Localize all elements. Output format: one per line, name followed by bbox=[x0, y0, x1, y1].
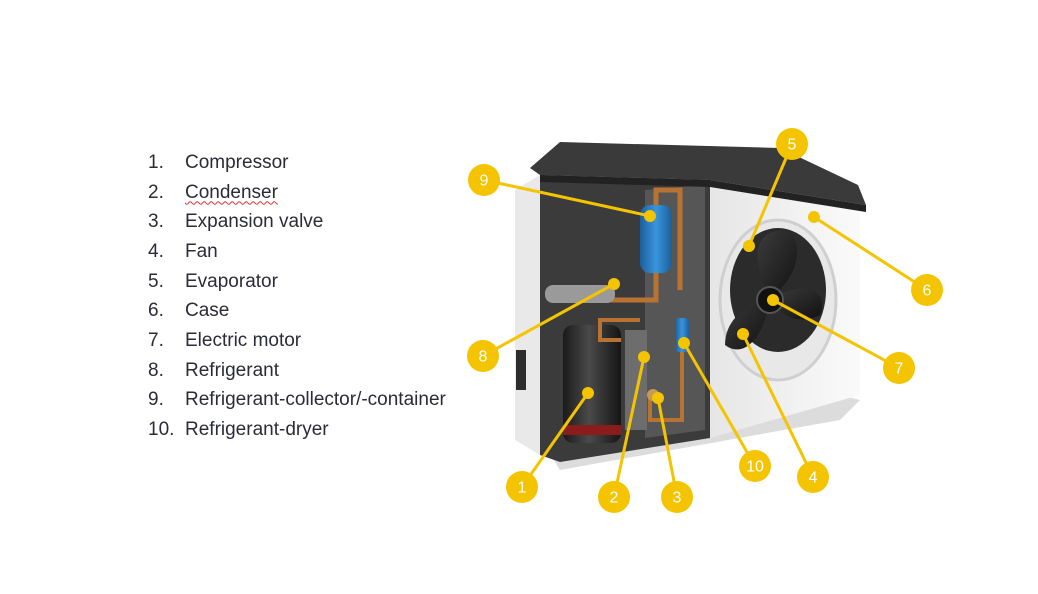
legend-label: Evaporator bbox=[185, 270, 278, 292]
legend-item-refrigerant: 8. Refrigerant bbox=[148, 356, 446, 386]
leader-dot-8 bbox=[608, 278, 620, 290]
leader-line-7 bbox=[772, 298, 900, 370]
legend-label: Compressor bbox=[185, 151, 289, 173]
legend-number: 9. bbox=[148, 389, 164, 411]
case-lid-edge bbox=[540, 175, 866, 212]
legend-item-case: 6. Case bbox=[148, 296, 446, 326]
legend-item-fan: 4. Fan bbox=[148, 237, 446, 267]
callout-4: 4 bbox=[797, 461, 829, 493]
callout-number: 5 bbox=[788, 137, 797, 154]
legend-label: Case bbox=[185, 300, 230, 322]
fan-blade-lower bbox=[725, 298, 770, 350]
case-left-side bbox=[515, 175, 540, 455]
callout-10: 10 bbox=[739, 450, 771, 482]
legend-item-refrigerant-collector: 9. Refrigerant-collector/-container bbox=[148, 386, 446, 416]
legend-number: 5. bbox=[148, 270, 164, 292]
compressor-band bbox=[563, 425, 621, 435]
callout-number: 4 bbox=[809, 470, 818, 487]
legend-number: 4. bbox=[148, 240, 164, 262]
legend-item-electric-motor: 7. Electric motor bbox=[148, 326, 446, 356]
legend-number: 8. bbox=[148, 359, 164, 381]
legend-item-refrigerant-dryer: 10. Refrigerant-dryer bbox=[148, 415, 446, 445]
callout-8: 8 bbox=[467, 340, 499, 372]
fan-blade-upper bbox=[757, 230, 798, 298]
leader-line-9 bbox=[483, 178, 651, 218]
callout-9: 9 bbox=[468, 164, 500, 196]
callout-number: 1 bbox=[518, 480, 527, 497]
leader-dot-5 bbox=[743, 240, 755, 252]
case-top-lid bbox=[530, 142, 866, 205]
leader-dot-1 bbox=[582, 387, 594, 399]
leader-line-1 bbox=[520, 392, 590, 488]
legend-label: Fan bbox=[185, 240, 218, 262]
legend-label: Electric motor bbox=[185, 329, 302, 351]
leader-lines bbox=[482, 143, 928, 498]
legend-label: Refrigerant-collector/-container bbox=[185, 389, 446, 411]
leader-line-10 bbox=[682, 342, 757, 467]
legend-number: 1. bbox=[148, 151, 164, 173]
leader-dot-4 bbox=[737, 328, 749, 340]
component-legend: 1. Compressor 2. Condenser 3. Expansion val… bbox=[148, 148, 446, 445]
callout-number: 10 bbox=[746, 459, 764, 476]
legend-number: 3. bbox=[148, 211, 164, 233]
leader-dot-7 bbox=[767, 294, 779, 306]
grey-pipe bbox=[545, 285, 615, 303]
callout-number: 7 bbox=[895, 361, 904, 378]
callout-7: 7 bbox=[883, 352, 915, 384]
leader-line-5 bbox=[747, 143, 794, 247]
leader-dot-9 bbox=[644, 210, 656, 222]
callout-number: 9 bbox=[480, 173, 489, 190]
leader-dot-3 bbox=[652, 392, 664, 404]
leader-line-3 bbox=[656, 397, 679, 498]
leader-line-8 bbox=[482, 282, 615, 358]
refrigerant-receiver bbox=[640, 205, 672, 273]
legend-number: 7. bbox=[148, 329, 164, 351]
side-vent bbox=[516, 350, 526, 390]
callout-number: 8 bbox=[479, 349, 488, 366]
legend-label: Refrigerant bbox=[185, 359, 279, 381]
compressor bbox=[563, 325, 621, 443]
legend-number: 2. bbox=[148, 181, 164, 203]
leader-dot-2 bbox=[638, 351, 650, 363]
callout-2: 2 bbox=[598, 481, 630, 513]
legend-item-compressor: 1. Compressor bbox=[148, 148, 446, 178]
leader-dot-6 bbox=[808, 211, 820, 223]
callout-3: 3 bbox=[661, 481, 693, 513]
leader-dot-10 bbox=[678, 337, 690, 349]
callout-6: 6 bbox=[911, 274, 943, 306]
callout-number: 6 bbox=[923, 283, 932, 300]
callout-1: 1 bbox=[506, 471, 538, 503]
condenser-plate bbox=[625, 330, 647, 430]
legend-label: Condenser bbox=[185, 181, 278, 203]
legend-label: Refrigerant-dryer bbox=[185, 419, 329, 441]
legend-item-expansion-valve: 3. Expansion valve bbox=[148, 207, 446, 237]
copper-pipe-lower bbox=[598, 318, 684, 422]
callout-number: 2 bbox=[610, 490, 619, 507]
legend-label: Expansion valve bbox=[185, 211, 324, 233]
leader-line-4 bbox=[741, 333, 815, 478]
refrigerant-circuit bbox=[545, 187, 689, 443]
callout-5: 5 bbox=[776, 128, 808, 160]
leader-line-6 bbox=[813, 215, 928, 292]
callout-number: 3 bbox=[673, 490, 682, 507]
legend-number: 6. bbox=[148, 300, 164, 322]
legend-item-condenser: 2. Condenser bbox=[148, 178, 446, 208]
leader-line-2 bbox=[612, 356, 646, 498]
leader-endpoints bbox=[582, 210, 820, 404]
legend-item-evaporator: 5. Evaporator bbox=[148, 267, 446, 297]
legend-number: 10. bbox=[148, 419, 175, 441]
